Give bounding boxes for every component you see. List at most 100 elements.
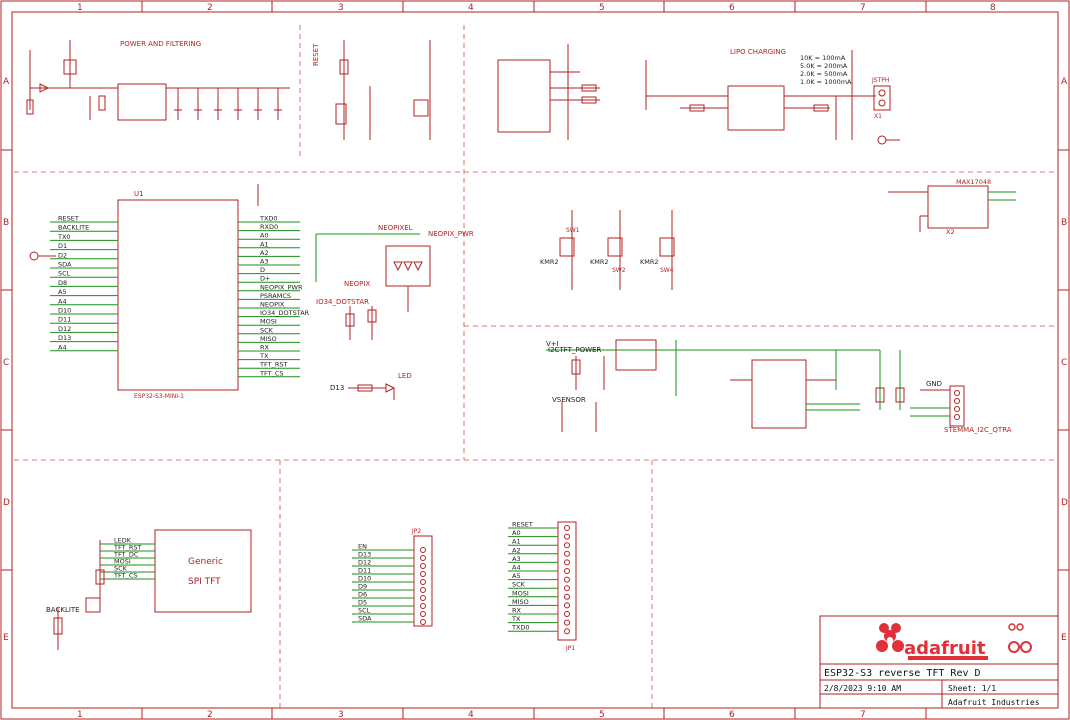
jp1-pin-label: RX	[512, 607, 522, 615]
column-markers: 1 2 3 4 5 6 7 8 1 2 3 4 5 6 7	[77, 1, 996, 720]
col-3-top: 3	[338, 3, 344, 13]
battery-id: JSTPH	[871, 77, 889, 84]
u1-right-pin-label: TXD0	[259, 215, 278, 223]
schematic-title: ESP32-S3 reverse TFT Rev D	[824, 668, 981, 679]
reset-boot-circuit	[335, 40, 431, 140]
u1-left-pin-label: D1	[58, 242, 67, 250]
u1-right-pin-label: A0	[260, 232, 269, 240]
jp2-pin	[420, 547, 426, 553]
jp2-pin-label: SDA	[358, 615, 372, 623]
tft-pin-label: TFT_DC	[113, 551, 139, 559]
sensor-chip	[730, 350, 860, 429]
jp2-label: JP2	[411, 528, 421, 535]
power-section-title: POWER AND FILTERING	[120, 40, 201, 48]
u1-right-pin-label: PSRAMCS	[260, 292, 291, 300]
u1-left-pin-label: D12	[58, 325, 71, 333]
u1-right-pin-label: A1	[260, 240, 269, 248]
u1-right-pin-label: D	[260, 266, 265, 274]
jp2-pin-label: D9	[358, 583, 367, 591]
u1-left-pin-label: D13	[58, 334, 71, 342]
u1-left-pin-label: BACKLITE	[58, 224, 89, 232]
jp1-pin	[564, 628, 570, 635]
vsensor-label: VSENSOR	[552, 396, 586, 404]
row-c-left: C	[3, 358, 9, 368]
jp1-pin	[564, 533, 570, 540]
u1-left-pin-label: D10	[58, 307, 71, 315]
inner-frame	[11, 11, 1059, 709]
u1-left-pin-label: TX0	[57, 233, 71, 241]
u1-left-pin-label: SCL	[58, 270, 71, 278]
stemma-gnd: GND	[926, 380, 942, 388]
jp2-pin	[420, 619, 426, 625]
col-1-bottom: 1	[77, 710, 83, 720]
col-4-top: 4	[468, 3, 474, 13]
u1-left-pin-label: D8	[58, 279, 67, 287]
jp2-pin-label: D11	[358, 567, 371, 575]
jp1-pin-label: A3	[512, 555, 521, 563]
vi2c-label: V+I	[546, 340, 559, 348]
col-2-bottom: 2	[207, 710, 213, 720]
jp2-pin	[420, 603, 426, 609]
col-6-bottom: 6	[729, 710, 735, 720]
jp2-pin	[420, 611, 426, 617]
button-3: KMR2 SW4	[640, 210, 675, 290]
u1-left-pin-label: SDA	[58, 261, 72, 269]
battery-connector	[873, 85, 900, 145]
tft-title: Generic	[188, 557, 223, 567]
backlite-port	[29, 251, 56, 261]
col-1-top: 1	[77, 3, 83, 13]
col-7-top: 7	[860, 3, 866, 13]
u1-right-pin-label: MISO	[260, 335, 277, 343]
i2c-power-label: I2CTFT_POWER	[548, 346, 601, 354]
u1-right-pin-label: TFT_RST	[259, 361, 287, 369]
jp1-pin-label: SCK	[512, 581, 526, 589]
dotstar-label: IO34_DOTSTAR	[316, 298, 369, 306]
button-2: KMR2 SW2	[590, 210, 626, 290]
u1-right-pin-label: IO34_DOTSTAR	[260, 309, 310, 317]
u1-right-pin-label: SCK	[260, 326, 274, 334]
u1-right-pin-label: MOSI	[260, 318, 277, 326]
title-block: adafruit	[819, 615, 1059, 709]
col-3-bottom: 3	[338, 710, 344, 720]
dotstar-caps	[345, 306, 377, 340]
u1-label: U1	[134, 190, 144, 198]
button-3-name: SW4	[660, 267, 674, 274]
jp1-pin-label: A1	[512, 538, 521, 546]
row-e-right: E	[1061, 633, 1067, 643]
jp1-pin-label: A2	[512, 546, 521, 554]
usb-connector	[497, 44, 600, 140]
jp1-pin	[564, 611, 570, 617]
jp2-pin-label: D10	[358, 575, 371, 583]
jp2-pin-label: D6	[358, 591, 367, 599]
jp2-pin	[420, 555, 426, 561]
d13-led	[348, 383, 396, 400]
col-5-bottom: 5	[599, 710, 605, 720]
charge-table: 10K = 100mA 5.0K = 200mA 2.0K = 500mA 1.…	[800, 54, 852, 86]
u1-left-pin-label: RESET	[58, 215, 79, 223]
jp1-pin	[564, 602, 570, 609]
u1-right-pin-label: TFT_CS	[259, 369, 283, 377]
neopixel-title: NEOPIXEL	[378, 224, 413, 232]
u1-right-pin-label: RXD0	[260, 223, 278, 231]
jp2-pin-label: SCL	[358, 607, 371, 615]
button-3-part: KMR2	[640, 258, 659, 266]
d13-label: D13	[330, 384, 344, 392]
tft-pin-label: TFT_RST	[113, 544, 141, 552]
jp1-pin-label: MOSI	[512, 589, 529, 597]
battery-label: X1	[874, 113, 882, 120]
stemma-connector	[875, 350, 965, 427]
u1-right-pin-label: NEOPIX_PWR	[260, 283, 303, 291]
jp1-pin-label: TXD0	[511, 624, 530, 632]
jp2-pin-label: D12	[358, 559, 371, 567]
schematic-date: 2/8/2023 9:10 AM	[824, 684, 901, 693]
row-d-left: D	[3, 498, 10, 508]
jp1-label: JP1	[565, 645, 575, 652]
jp1-pin	[564, 576, 570, 583]
button-2-name: SW2	[612, 267, 626, 274]
button-group: KMR2 SW1 KMR2 SW2 KMR2 SW4	[540, 210, 675, 290]
tft-subtitle: SPI TFT	[188, 577, 221, 587]
u1-right-pin-label: D+	[260, 275, 270, 283]
schematic-sheet: Sheet: 1/1	[948, 684, 996, 693]
jp2-pin	[420, 571, 426, 577]
fuel-gauge	[888, 185, 1016, 232]
